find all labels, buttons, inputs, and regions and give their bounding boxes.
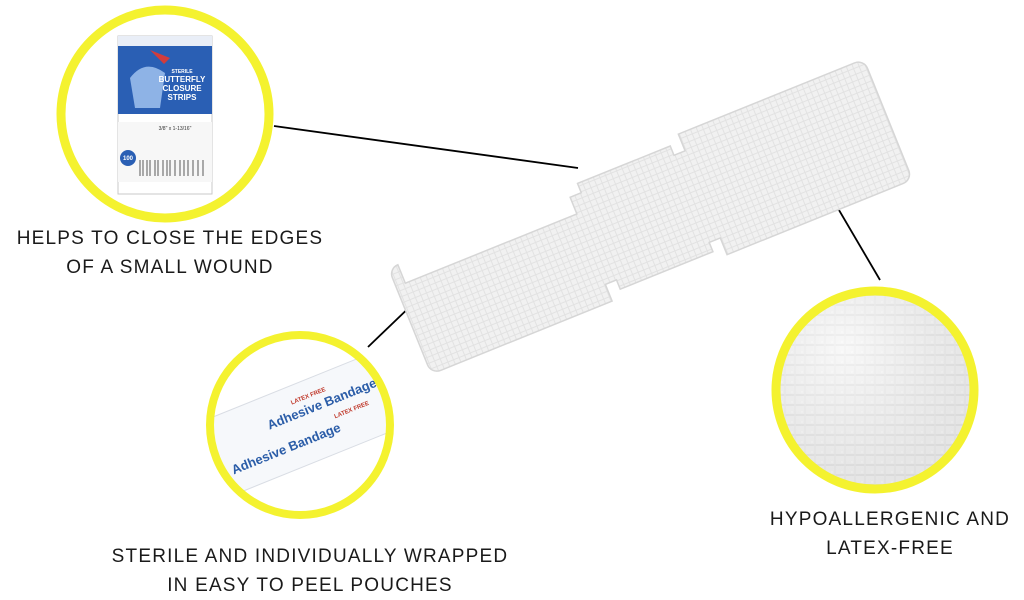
close-edges-line2: OF A SMALL WOUND xyxy=(66,257,274,278)
product-box-icon: STERILE BUTTERFLY CLOSURE STRIPS 3/8" x … xyxy=(117,35,213,195)
callout-ring-mid xyxy=(206,331,394,519)
box-badge: STERILE xyxy=(171,69,193,75)
box-title-1: BUTTERFLY xyxy=(159,75,206,84)
product-box-callout: STERILE BUTTERFLY CLOSURE STRIPS 3/8" x … xyxy=(56,5,274,223)
close-edges-caption: HELPS TO CLOSE THE EDGES OF A SMALL WOUN… xyxy=(0,224,340,282)
wrapped-bandage-icon: Adhesive Bandage Adhesive Bandage LATEX … xyxy=(210,338,390,508)
hypoallergenic-caption: HYPOALLERGENIC AND LATEX-FREE xyxy=(745,505,1024,563)
close-edges-line1: HELPS TO CLOSE THE EDGES xyxy=(16,228,324,249)
fabric-texture-callout xyxy=(771,286,979,494)
sterile-line1: STERILE AND INDIVIDUALLY WRAPPED xyxy=(111,546,509,567)
wrapped-bandage-callout: Adhesive Bandage Adhesive Bandage LATEX … xyxy=(206,331,394,519)
fabric-texture-icon xyxy=(776,291,974,489)
hypoallergenic-line1: HYPOALLERGENIC AND xyxy=(769,509,1011,530)
box-title-2: CLOSURE xyxy=(162,84,202,93)
box-size: 3/8" x 1-13/16" xyxy=(159,126,192,132)
leader-line-box xyxy=(273,125,579,169)
callout-ring-right xyxy=(771,286,979,494)
box-title-3: STRIPS xyxy=(168,93,198,102)
callout-ring-top xyxy=(56,5,274,223)
box-count: 100 xyxy=(123,156,134,162)
butterfly-strip xyxy=(390,61,911,372)
sterile-caption: STERILE AND INDIVIDUALLY WRAPPED IN EASY… xyxy=(70,542,550,600)
sterile-line2: IN EASY TO PEEL POUCHES xyxy=(167,575,453,596)
hypoallergenic-line2: LATEX-FREE xyxy=(826,538,954,559)
